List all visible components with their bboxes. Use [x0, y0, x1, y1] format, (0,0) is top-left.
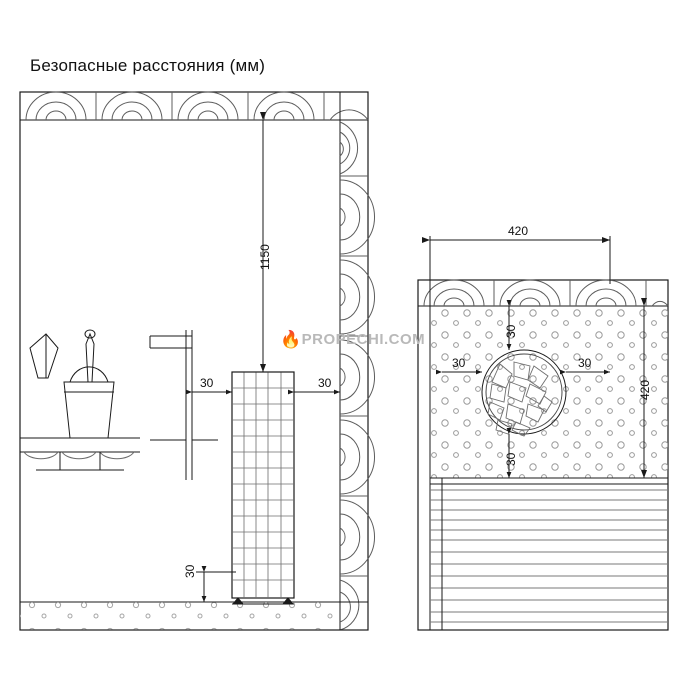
- dim-height-1150: 1150: [258, 244, 272, 270]
- dim-top-right-30: 30: [578, 356, 592, 370]
- dim-side-left-30: 30: [200, 376, 214, 390]
- dim-top-top-30: 30: [504, 324, 518, 338]
- dim-top-bottom-30: 30: [504, 452, 518, 466]
- dim-side-floor-30: 30: [183, 564, 197, 578]
- page-title: Безопасные расстояния (мм): [30, 56, 266, 75]
- dim-side-right-30: 30: [318, 376, 332, 390]
- dim-top-depth-420: 420: [638, 379, 652, 400]
- dim-top-width-420: 420: [508, 224, 529, 238]
- dim-top-left-30: 30: [452, 356, 466, 370]
